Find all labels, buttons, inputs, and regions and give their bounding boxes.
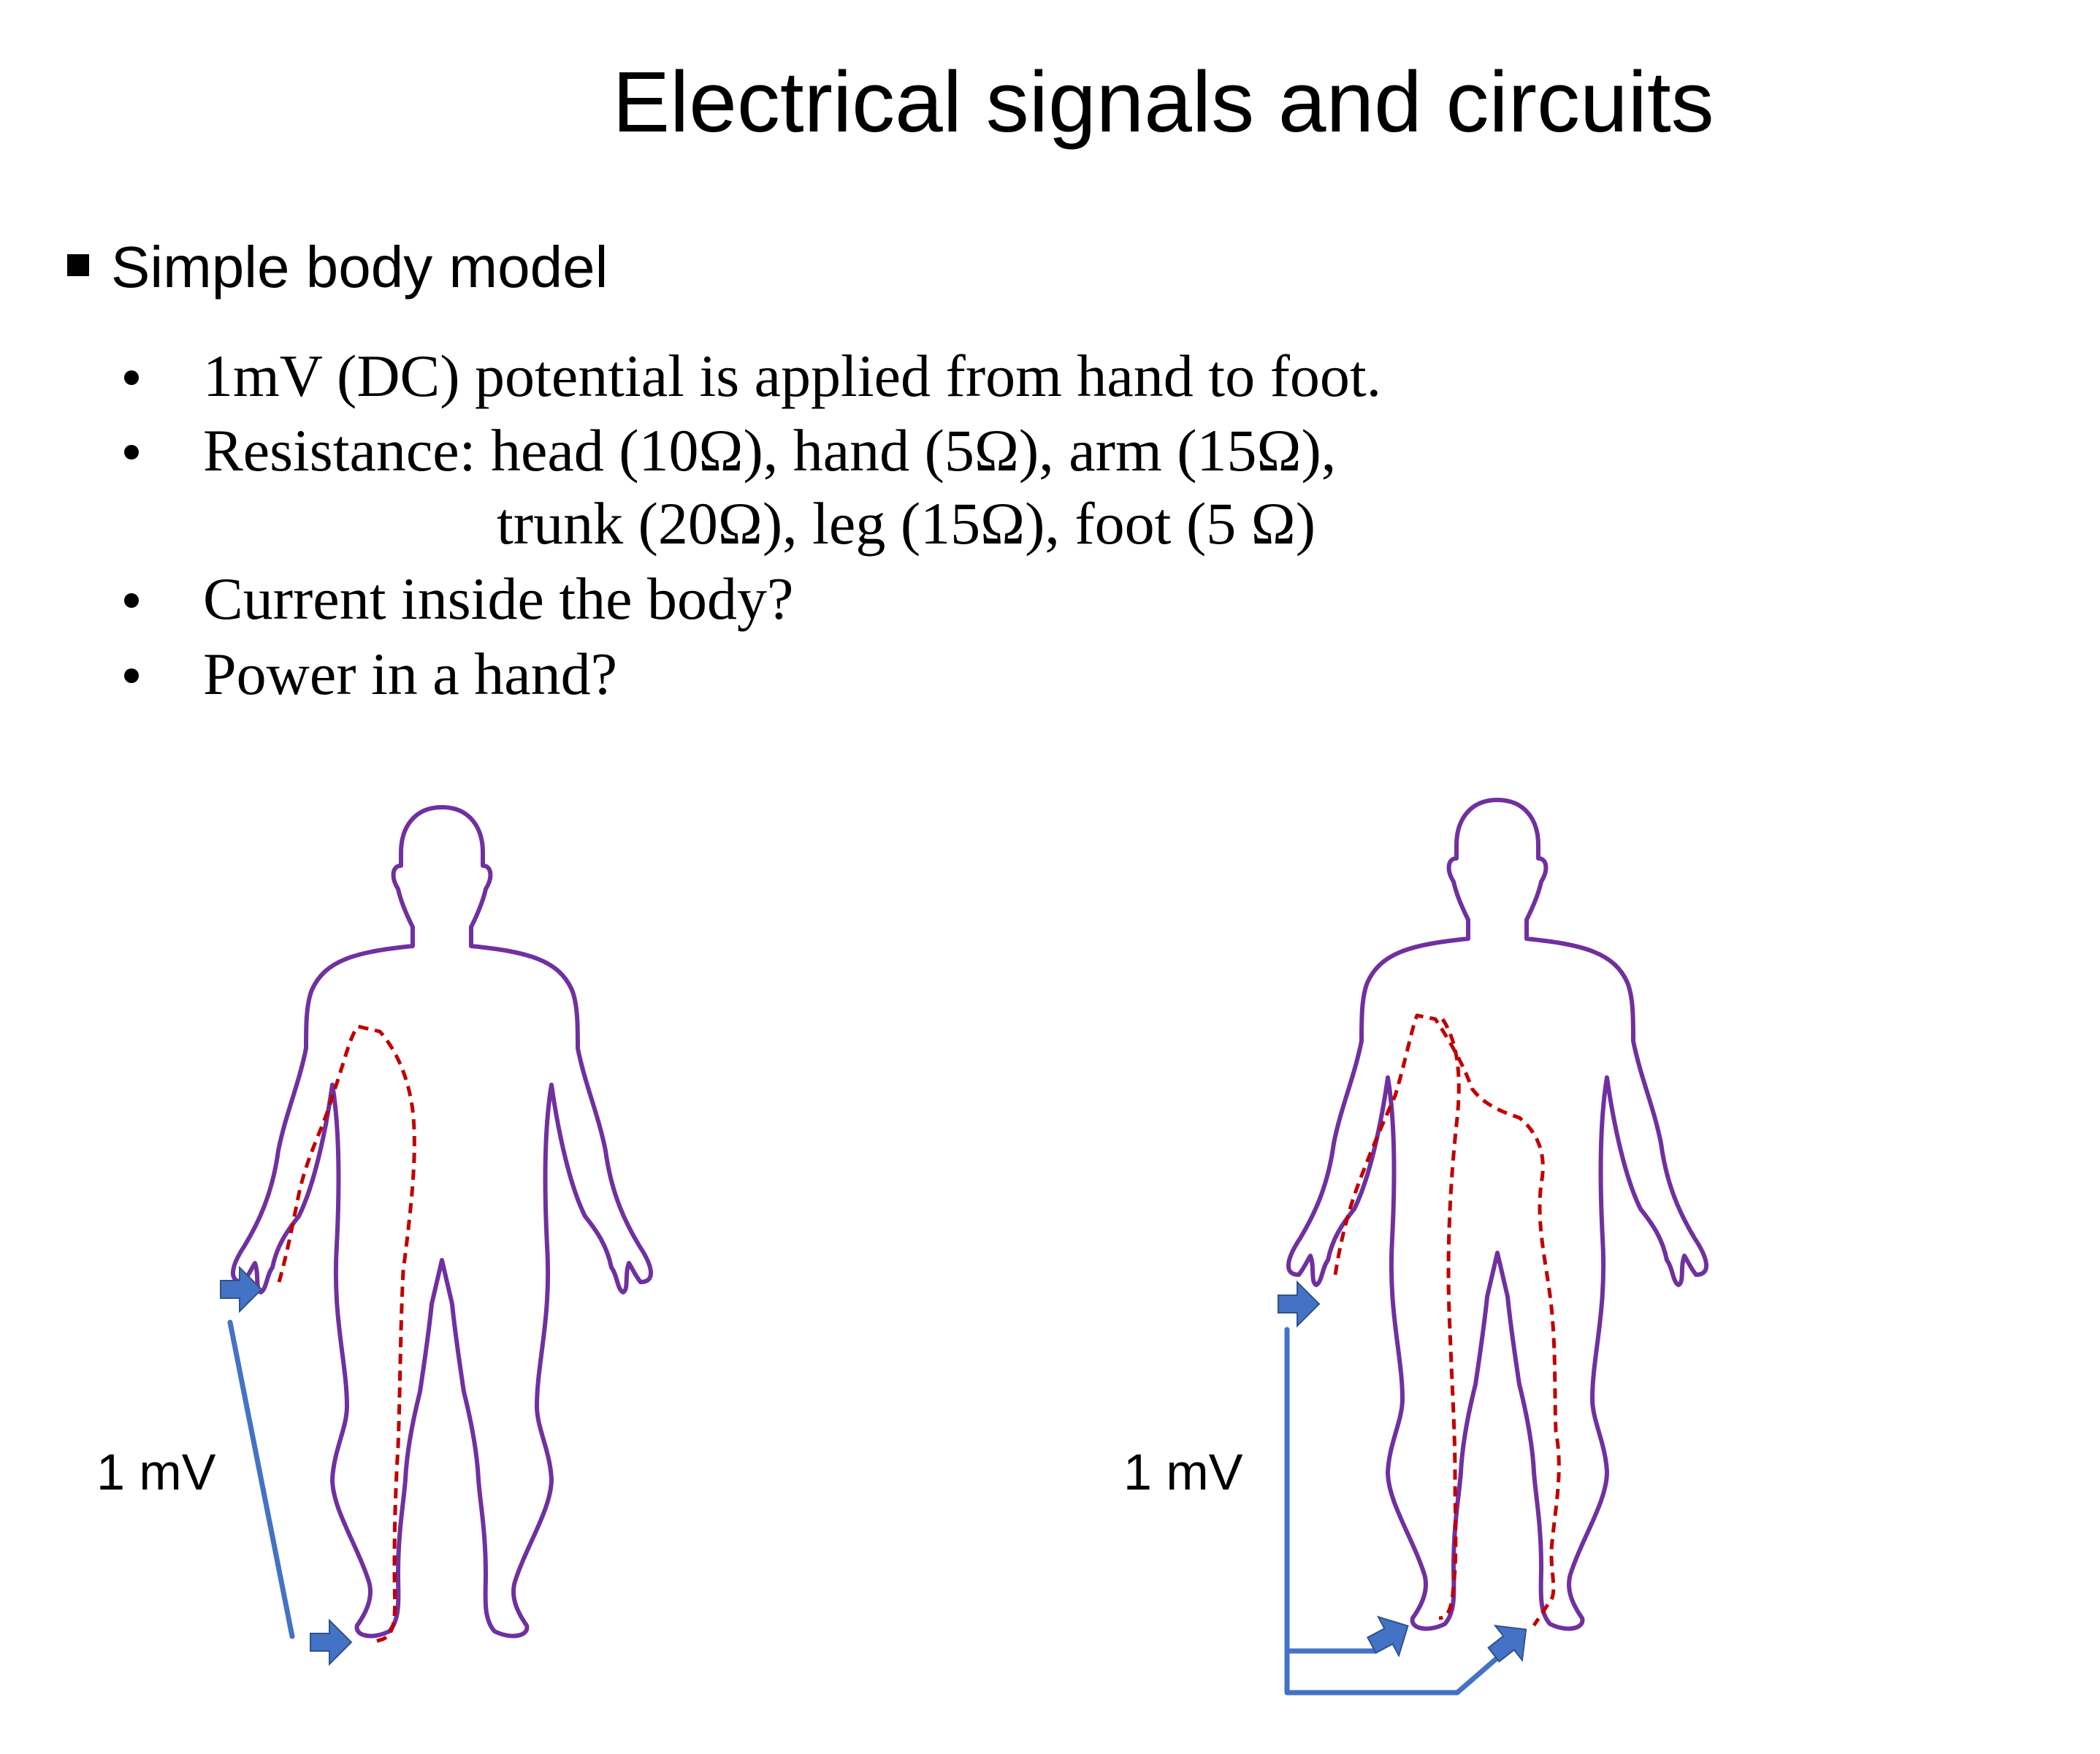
electrode-foot-a-right-icon (1360, 1606, 1419, 1666)
right-figure (1278, 800, 1706, 1696)
left-figure (220, 807, 651, 1665)
body-outline-left (233, 807, 651, 1636)
electrode-foot-left-icon (310, 1620, 352, 1665)
wire-right-lower (1284, 1648, 1504, 1696)
bullet-power-question: Power in a hand? (203, 641, 617, 707)
bullet-current-question: Current inside the body? (203, 565, 794, 632)
bullet-applied-potential: 1mV (DC) potential is applied from hand … (203, 343, 1382, 409)
voltage-label-left: 1 mV (96, 1444, 216, 1501)
voltage-label-right: 1 mV (1123, 1444, 1243, 1501)
current-path-left (277, 1024, 416, 1644)
current-path-right (1333, 1013, 1561, 1627)
body-outline-right (1288, 800, 1706, 1628)
bullet-resistance-continued: trunk (20Ω), leg (15Ω), foot (5 Ω) (497, 490, 1316, 557)
bullet-dot-icon (124, 668, 139, 683)
bullet-dot-icon (124, 445, 139, 460)
bullet-dot-icon (124, 370, 139, 385)
heading-simple-body-model: Simple body model (111, 234, 608, 300)
wire-right-upper (1284, 1327, 1378, 1654)
electrode-hand-right-icon (1278, 1281, 1320, 1327)
square-bullet-icon (67, 254, 89, 276)
bullet-resistance: Resistance: head (10Ω), hand (5Ω), arm (… (203, 417, 1337, 484)
slide-title: Electrical signals and circuits (612, 54, 1714, 150)
bullet-dot-icon (124, 593, 139, 608)
wire-left (227, 1319, 295, 1639)
